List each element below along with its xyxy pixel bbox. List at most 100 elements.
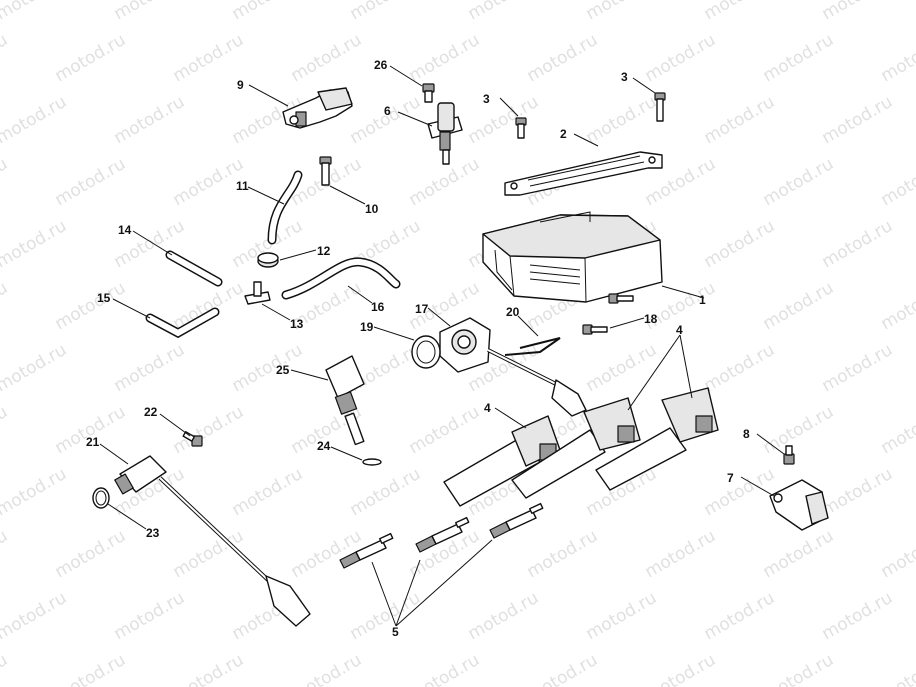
- watermark-text: motod.ru: [0, 278, 11, 334]
- watermark-text: motod.ru: [406, 650, 484, 687]
- watermark-text: motod.ru: [288, 30, 366, 86]
- callout-2: 2: [560, 127, 567, 141]
- watermark-text: motod.ru: [524, 526, 602, 582]
- leader-lines: [99, 65, 785, 627]
- watermark-text: motod.ru: [0, 30, 11, 86]
- watermark-text: motod.ru: [52, 526, 130, 582]
- part-clip-20: [504, 337, 561, 356]
- watermark-text: motod.ru: [878, 30, 916, 86]
- watermark-text: motod.ru: [0, 650, 11, 687]
- callout-4b: 4: [484, 401, 491, 415]
- watermark-text: motod.ru: [170, 650, 248, 687]
- watermark-text: motod.ru: [0, 92, 70, 148]
- part-sensor-21: [114, 455, 311, 627]
- part-hose-15: [145, 307, 220, 339]
- watermark-text: motod.ru: [0, 216, 70, 272]
- callout-3b: 3: [621, 70, 628, 84]
- watermark-text: motod.ru: [524, 30, 602, 86]
- callout-22: 22: [144, 405, 158, 419]
- part-washer-24: [362, 458, 382, 466]
- callout-8: 8: [743, 427, 750, 441]
- watermark-text: motod.ru: [819, 464, 897, 520]
- watermark-text: motod.ru: [819, 588, 897, 644]
- callout-15: 15: [97, 291, 111, 305]
- part-coil-4b: [511, 397, 641, 499]
- watermark-text: motod.ru: [0, 0, 70, 24]
- callout-6: 6: [384, 104, 391, 118]
- part-plug-5b: [415, 516, 470, 553]
- watermark-text: motod.ru: [760, 650, 838, 687]
- callout-13: 13: [290, 317, 304, 331]
- watermark-text: motod.ru: [0, 340, 70, 396]
- part-coil-4c: [595, 387, 719, 491]
- part-bolt-3b: [654, 92, 666, 122]
- watermark-text: motod.ru: [701, 216, 779, 272]
- callout-10: 10: [365, 202, 379, 216]
- callout-16: 16: [371, 300, 385, 314]
- part-ecu: [482, 211, 663, 303]
- watermark-text: motod.ru: [524, 650, 602, 687]
- part-bolt-18b: [582, 324, 608, 335]
- watermark-text: motod.ru: [406, 30, 484, 86]
- watermark-text: motod.ru: [52, 154, 130, 210]
- callout-19: 19: [360, 320, 374, 334]
- part-sensor-25: [325, 355, 365, 446]
- watermark-text: motod.ru: [819, 0, 897, 24]
- part-clamp-12: [257, 252, 279, 268]
- watermark-text: motod.ru: [583, 0, 661, 24]
- watermark-text: motod.ru: [819, 92, 897, 148]
- callout-12: 12: [317, 244, 331, 258]
- part-bolt-10: [319, 156, 332, 186]
- watermark-text: motod.ru: [170, 30, 248, 86]
- part-hose-14: [165, 250, 223, 287]
- watermark-text: motod.ru: [170, 402, 248, 458]
- part-oring-19: [411, 335, 441, 369]
- part-oring-23: [92, 487, 110, 509]
- callout-5: 5: [392, 625, 399, 639]
- watermark-text: motod.ru: [347, 92, 425, 148]
- watermark-text: motod.ru: [465, 92, 543, 148]
- callout-25: 25: [276, 363, 290, 377]
- watermark-text: motod.ru: [52, 402, 130, 458]
- watermark-text: motod.ru: [878, 278, 916, 334]
- watermark-text: motod.ru: [878, 650, 916, 687]
- watermark-text: motod.ru: [583, 340, 661, 396]
- watermark-text: motod.ru: [760, 278, 838, 334]
- part-sensor-17: [439, 317, 587, 417]
- watermark-text: motod.ru: [111, 588, 189, 644]
- callout-4a: 4: [676, 323, 683, 337]
- watermark-text: motod.ru: [642, 650, 720, 687]
- watermark-text: motod.ru: [583, 588, 661, 644]
- watermark-text: motod.ru: [583, 92, 661, 148]
- part-bolt-8: [783, 445, 795, 465]
- watermark-text: motod.ru: [819, 216, 897, 272]
- watermark-text: motod.ru: [878, 402, 916, 458]
- callout-21: 21: [86, 435, 100, 449]
- callout-20: 20: [506, 305, 520, 319]
- watermark-text: motod.ru: [0, 154, 11, 210]
- callout-labels: 1 2 3 3 4 4 5 6 7 8 9 10 11 12 13 14 15 …: [86, 58, 750, 639]
- watermark-text: motod.ru: [819, 340, 897, 396]
- callout-14: 14: [118, 223, 132, 237]
- part-hose-16: [281, 257, 401, 300]
- watermark-text: motod.ru: [52, 278, 130, 334]
- part-map-sensor-9: [282, 87, 353, 129]
- watermark-text: motod.ru: [170, 526, 248, 582]
- callout-17: 17: [415, 302, 429, 316]
- watermark-text: motod.ru: [52, 30, 130, 86]
- watermark-text: motod.ru: [111, 92, 189, 148]
- watermark-text: motod.ru: [760, 526, 838, 582]
- watermark-text: motod.ru: [229, 0, 307, 24]
- watermark-text: motod.ru: [878, 526, 916, 582]
- watermark-text: motod.ru: [701, 0, 779, 24]
- part-sensor-7: [769, 479, 829, 531]
- watermark-text: motod.ru: [347, 0, 425, 24]
- part-plug-5a: [339, 532, 394, 569]
- watermark-text: motod.ru: [347, 464, 425, 520]
- watermark-text: motod.ru: [111, 0, 189, 24]
- part-hose-11: [267, 170, 303, 245]
- callout-7: 7: [727, 471, 734, 485]
- watermark-text: motod.ru: [642, 30, 720, 86]
- watermark-text: motod.ru: [701, 340, 779, 396]
